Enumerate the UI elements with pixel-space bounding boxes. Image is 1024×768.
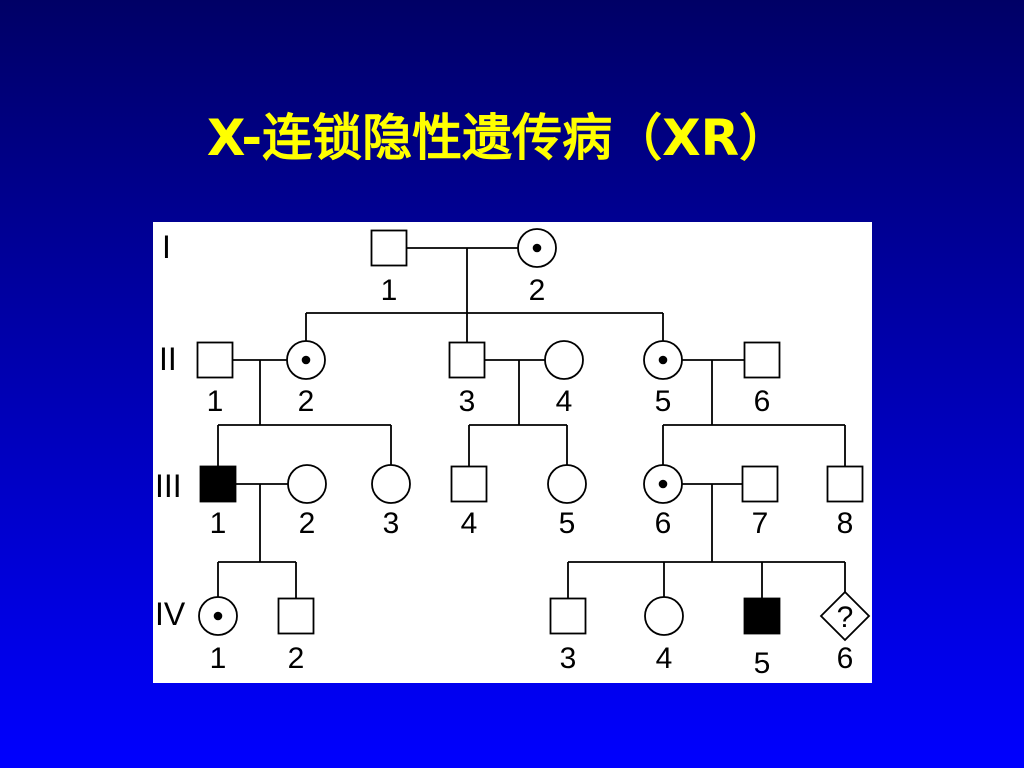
member-number: 8	[837, 507, 854, 540]
member-iii-2: 2	[287, 464, 327, 540]
filled-square-icon	[199, 465, 237, 503]
unknown-sex-question-mark: ?	[837, 601, 854, 634]
filled-square-icon	[743, 597, 781, 635]
member-number: 3	[560, 642, 577, 675]
member-number: 5	[754, 647, 771, 680]
carrier-dot-icon	[213, 611, 223, 621]
generation-label: I	[162, 229, 171, 265]
member-iii-8: 8	[826, 465, 864, 540]
member-i-1: 1	[370, 229, 408, 307]
square-icon	[370, 229, 408, 267]
connection-lines	[217, 247, 846, 599]
member-number: 2	[288, 642, 305, 675]
member-iv-6: ?6	[819, 590, 871, 675]
circle-icon	[547, 464, 587, 504]
member-number: 2	[298, 385, 315, 418]
member-iv-4: 4	[644, 596, 684, 675]
member-number: 4	[556, 385, 573, 418]
member-iii-4: 4	[450, 465, 488, 540]
generation-label: II	[159, 341, 177, 377]
square-icon	[450, 465, 488, 503]
member-iii-1: 1	[199, 465, 237, 540]
member-number: 3	[383, 507, 400, 540]
square-icon	[743, 341, 781, 379]
member-iii-7: 7	[741, 465, 779, 540]
member-number: 1	[381, 274, 398, 307]
circle-icon	[544, 340, 584, 380]
diamond-icon	[819, 590, 871, 642]
slide-title: X-连锁隐性遗传病（XR）	[206, 109, 790, 167]
circle-icon	[644, 596, 684, 636]
member-ii-6: 6	[743, 341, 781, 418]
generation-label: IV	[155, 596, 186, 632]
member-number: 4	[656, 642, 673, 675]
member-number: 5	[559, 507, 576, 540]
carrier-dot-icon	[532, 243, 542, 253]
member-number: 5	[655, 385, 672, 418]
member-number: 6	[754, 385, 771, 418]
square-icon	[448, 341, 486, 379]
member-iv-2: 2	[277, 597, 315, 675]
member-number: 1	[210, 642, 227, 675]
square-icon	[196, 341, 234, 379]
generation-label: III	[155, 468, 182, 504]
generation-ii: II 1 2 3 4 5 6	[159, 340, 781, 418]
member-number: 1	[207, 385, 224, 418]
square-icon	[826, 465, 864, 503]
circle-icon	[287, 464, 327, 504]
generation-iii: III 1 2 3 4 5 6 7 8	[155, 464, 864, 540]
generation-i: I 1 2	[162, 228, 557, 307]
member-number: 2	[299, 507, 316, 540]
member-iii-3: 3	[371, 464, 411, 540]
square-icon	[549, 597, 587, 635]
member-ii-1: 1	[196, 341, 234, 418]
member-number: 4	[461, 507, 478, 540]
member-number: 7	[752, 507, 769, 540]
circle-icon	[371, 464, 411, 504]
member-number: 2	[529, 274, 546, 307]
member-ii-5: 5	[643, 340, 683, 418]
member-ii-4: 4	[544, 340, 584, 418]
member-number: 6	[655, 507, 672, 540]
carrier-dot-icon	[658, 355, 668, 365]
member-number: 3	[459, 385, 476, 418]
member-ii-2: 2	[286, 340, 326, 418]
square-icon	[741, 465, 779, 503]
member-iv-1: 1	[198, 596, 238, 675]
member-i-2: 2	[517, 228, 557, 307]
member-number: 1	[210, 507, 227, 540]
member-iii-6: 6	[643, 464, 683, 540]
member-ii-3: 3	[448, 341, 486, 418]
carrier-dot-icon	[658, 479, 668, 489]
carrier-dot-icon	[301, 355, 311, 365]
member-iv-3: 3	[549, 597, 587, 675]
square-icon	[277, 597, 315, 635]
member-number: 6	[837, 642, 854, 675]
member-iv-5: 5	[743, 597, 781, 680]
member-iii-5: 5	[547, 464, 587, 540]
